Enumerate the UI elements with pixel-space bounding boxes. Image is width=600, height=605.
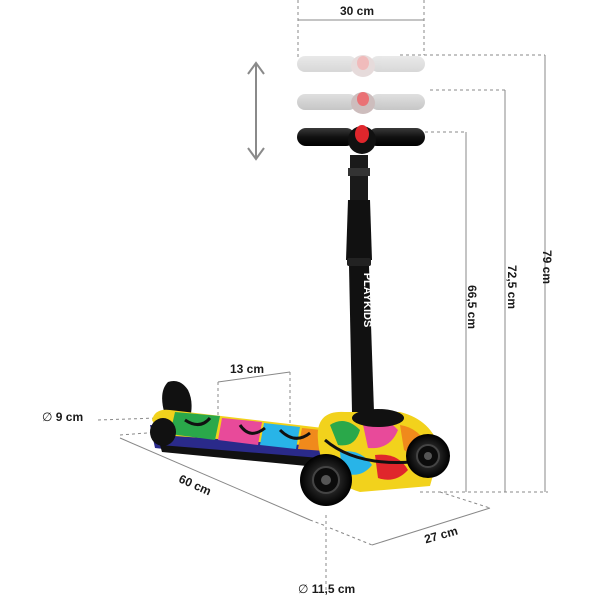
- adjust-height-arrow: [247, 61, 265, 161]
- dim-height-min: 66,5 cm: [465, 284, 480, 330]
- dimension-lines: [97, 0, 548, 590]
- dim-deck-width: 13 cm: [230, 362, 265, 376]
- ghost-handlebar-mid: [297, 92, 425, 114]
- dim-height-max: 79 cm: [540, 249, 555, 285]
- brand-label: PLAYKIDS: [361, 273, 373, 328]
- dim-height-mid: 72,5 cm: [505, 264, 520, 310]
- dim-rear-wheel: ∅ 9 cm: [42, 410, 84, 424]
- diameter-symbol: ∅: [42, 410, 56, 424]
- diameter-symbol: ∅: [298, 582, 312, 596]
- dim-front-wheel: ∅ 11,5 cm: [298, 582, 356, 596]
- dim-handle-width: 30 cm: [340, 4, 375, 18]
- ghost-handlebar-top: [297, 55, 425, 77]
- scooter-body: [150, 125, 450, 506]
